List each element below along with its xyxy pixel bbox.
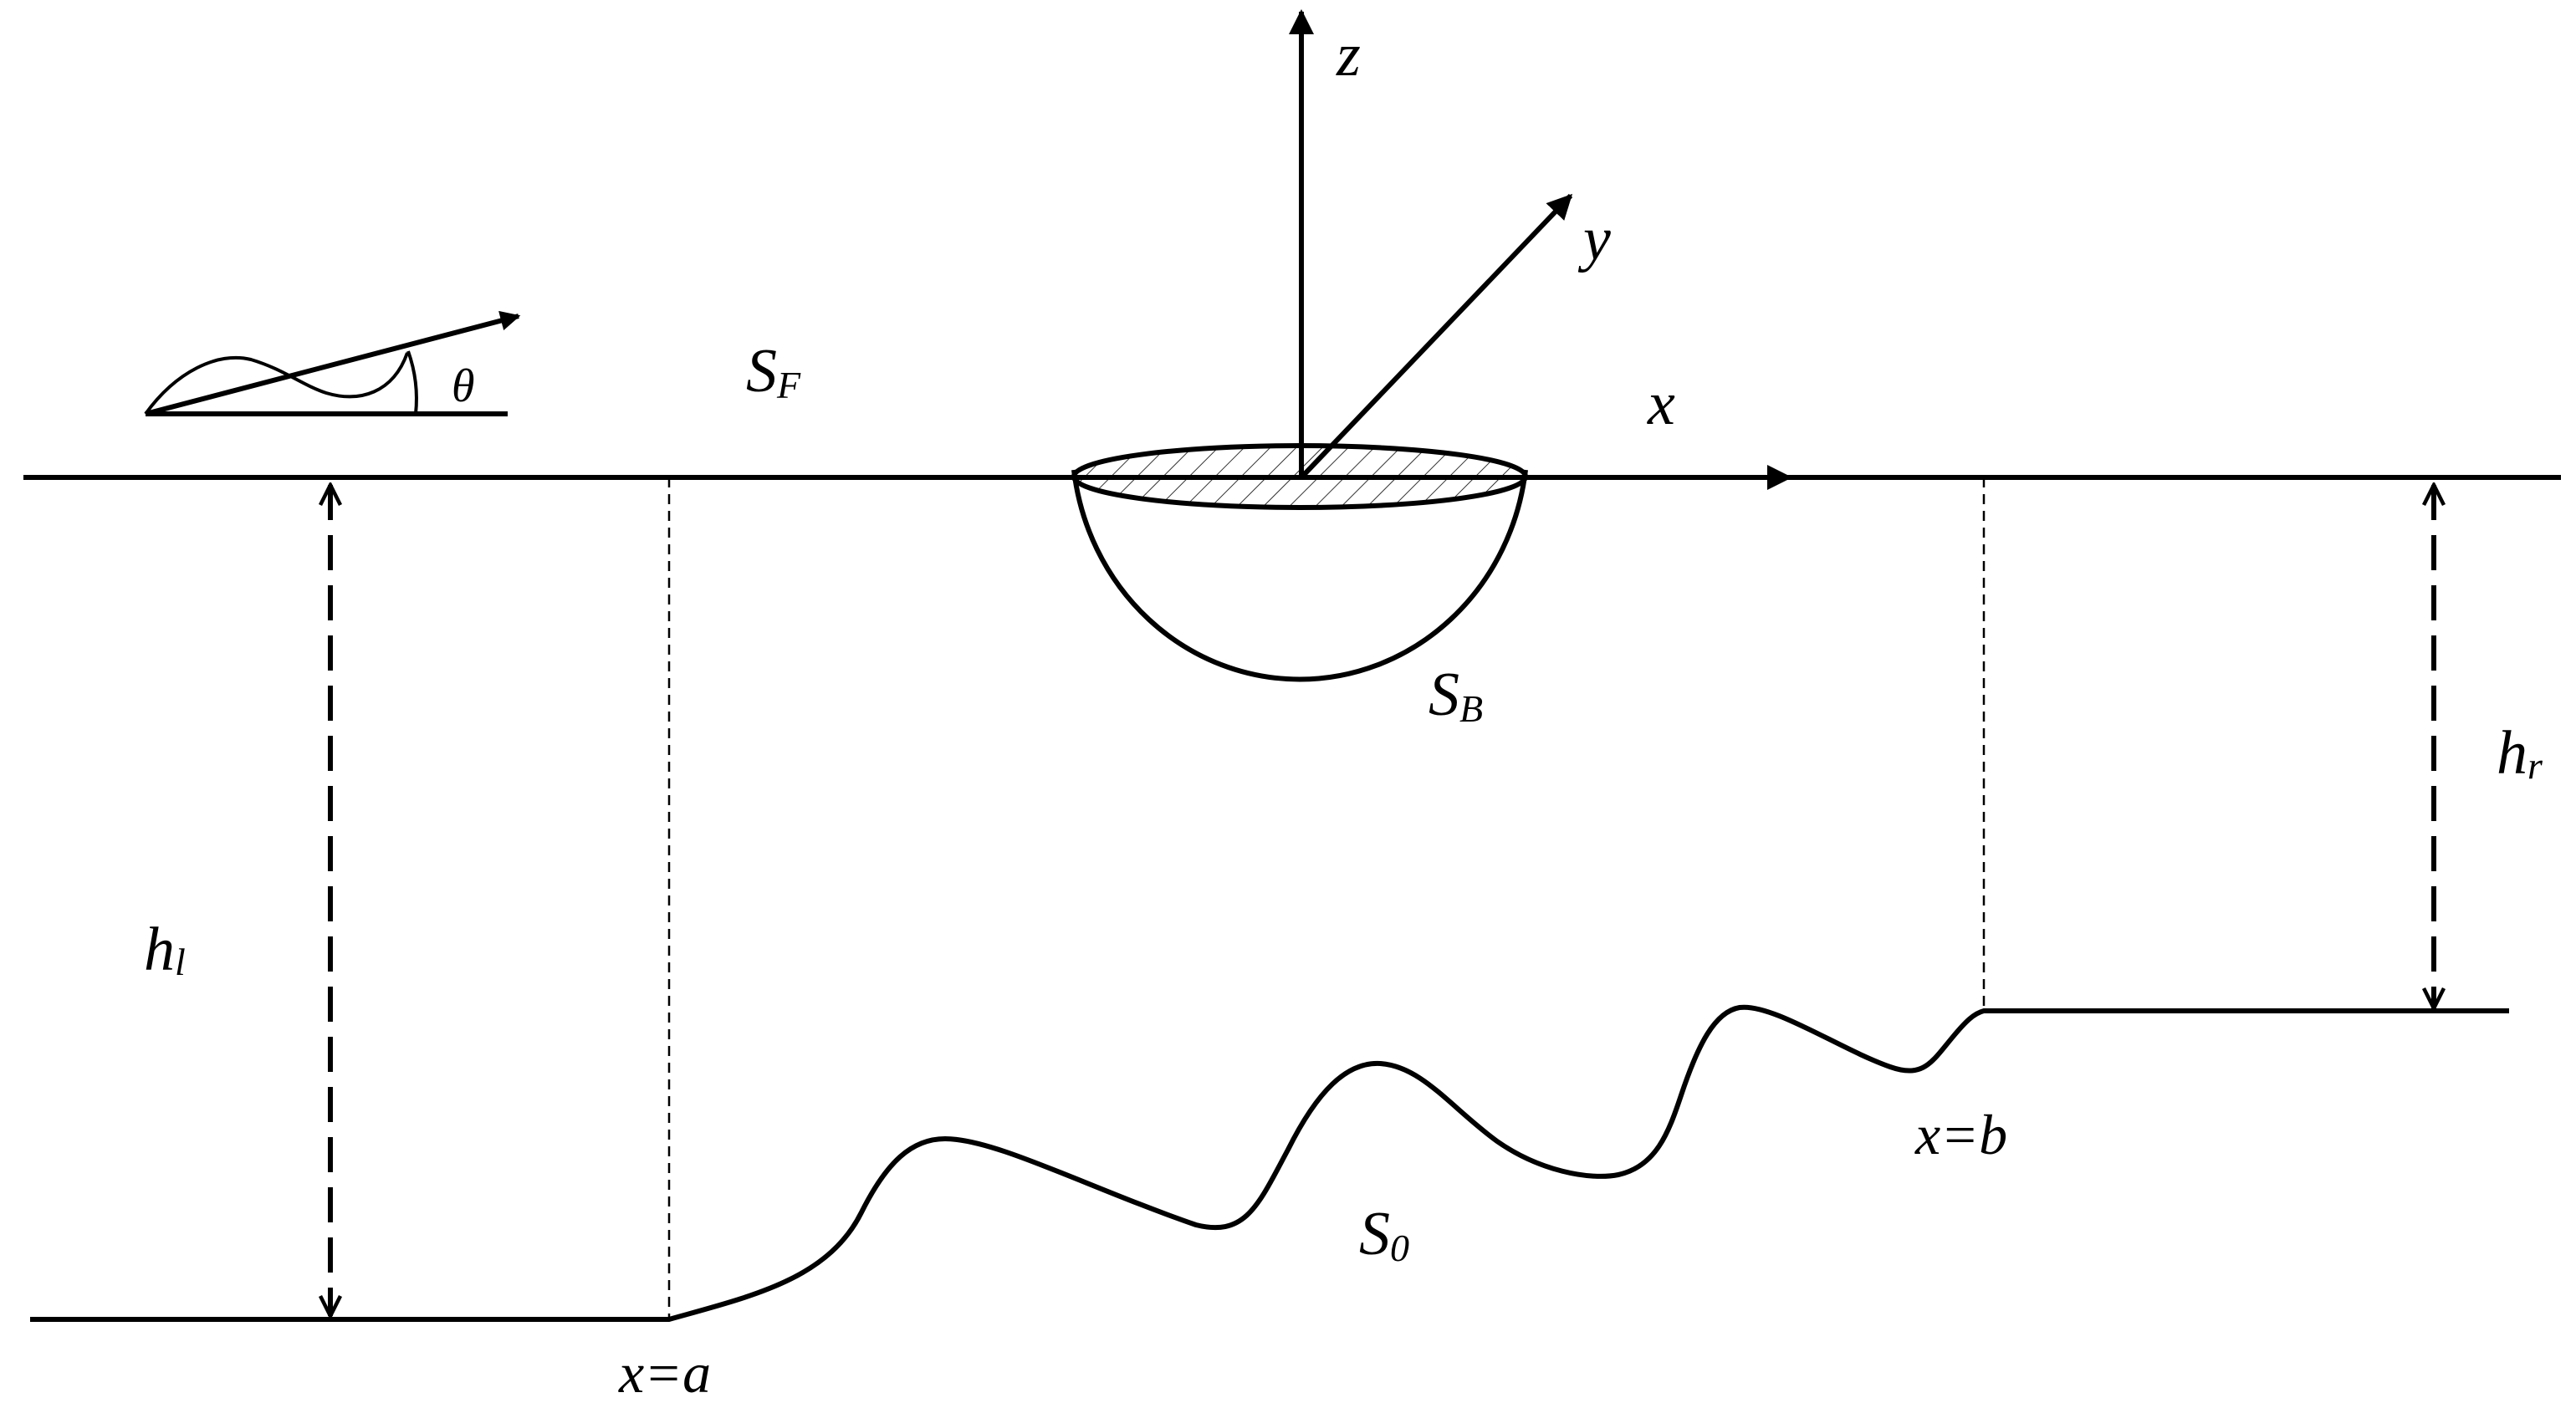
depth-right-label: hr [2497, 719, 2543, 788]
free-surface-label: SF [746, 337, 801, 406]
boundary-a-label: x=a [618, 1341, 711, 1405]
seabed-label: S0 [1359, 1200, 1409, 1269]
wave-profile [144, 352, 409, 416]
waterplane-area-hatched [1071, 443, 1528, 510]
boundary-b-label: x=b [1914, 1103, 2007, 1166]
y-axis-label: y [1577, 205, 1611, 273]
y-axis-arrow [1299, 193, 1573, 480]
seabed-profile [30, 1004, 2509, 1322]
angle-theta-label: θ [452, 360, 475, 412]
wave-direction-arrow [145, 310, 521, 416]
body-surface-label: SB [1429, 661, 1483, 730]
hemisphere-body [1071, 469, 1528, 682]
x-axis-label: x [1647, 370, 1675, 438]
angle-arc [406, 350, 418, 415]
z-axis-label: z [1336, 21, 1361, 89]
depth-left-label: hl [144, 916, 186, 984]
